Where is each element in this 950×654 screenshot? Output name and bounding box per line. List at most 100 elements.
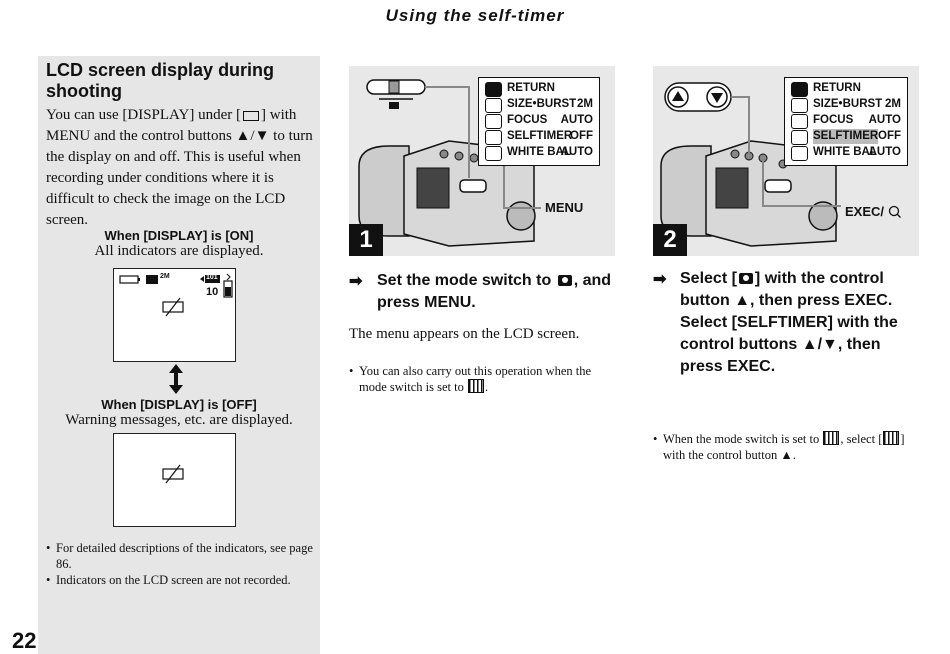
camera-mode-icon bbox=[738, 273, 753, 284]
menu-item-value: 2M bbox=[577, 98, 593, 110]
sidebar-lcd-display: LCD screen display during shooting You c… bbox=[38, 56, 320, 654]
step1-body: The menu appears on the LCD screen. bbox=[349, 326, 580, 342]
double-arrow-icon bbox=[169, 364, 183, 394]
toolbox-icon bbox=[485, 130, 502, 145]
toolbox-icon bbox=[791, 130, 808, 145]
display-on-caption: When [DISPLAY] is [ON] bbox=[104, 228, 254, 243]
setup-icon bbox=[485, 114, 502, 129]
menu-overlay-2: RETURN SIZE•BURST 2M FOCUS AUTO SELFTIME… bbox=[784, 77, 908, 166]
mode-switch-on-body bbox=[459, 179, 487, 193]
display-off-caption: When [DISPLAY] is [OFF] bbox=[101, 397, 257, 412]
lcd-screen bbox=[715, 167, 749, 209]
menu-item-value: AUTO bbox=[868, 146, 901, 158]
setup-icon bbox=[791, 114, 808, 129]
step1-note-part1: You can also carry out this operation wh… bbox=[359, 364, 592, 394]
sidebar-body: You can use [DISPLAY] under [] with MENU… bbox=[46, 105, 314, 231]
setup-icon bbox=[485, 98, 502, 113]
menu-item-label: FOCUS bbox=[507, 114, 548, 126]
arrow-right-icon: ➡ bbox=[653, 271, 667, 288]
setup-rect-icon bbox=[243, 110, 259, 121]
mode-switch-on-body bbox=[764, 179, 792, 193]
menu-item-value: AUTO bbox=[560, 146, 593, 158]
lens-barrel bbox=[358, 145, 410, 237]
battery-icon bbox=[119, 275, 139, 284]
lens-barrel bbox=[660, 145, 712, 237]
menu-item-label: RETURN bbox=[507, 82, 555, 94]
battery-warning-icon bbox=[162, 301, 184, 313]
camera-body bbox=[403, 140, 535, 247]
image-size-icon bbox=[146, 275, 158, 284]
step2-note-part1: When the mode switch is set to bbox=[663, 432, 820, 446]
folder-arrow-icon bbox=[200, 276, 204, 282]
note-item: Indicators on the LCD screen are not rec… bbox=[46, 572, 316, 588]
menu-item-value: 2M bbox=[885, 98, 901, 110]
battery-tip-icon bbox=[138, 278, 140, 281]
menu-item-value: OFF bbox=[570, 130, 593, 142]
sidebar-body-part1: You can use [DISPLAY] under [ bbox=[46, 107, 241, 123]
page-number: 22 bbox=[12, 628, 37, 653]
menu-item-value: OFF bbox=[878, 130, 901, 142]
camera-icon bbox=[485, 82, 502, 97]
step-number-badge: 1 bbox=[349, 224, 383, 256]
lcd-on-illustration: 2M 101 10 bbox=[113, 268, 236, 362]
menu-item-label: SELFTIMER bbox=[507, 130, 573, 142]
step1-heading-part2: , and press MENU. bbox=[377, 272, 612, 311]
battery-warning-icon bbox=[162, 468, 184, 480]
camera-body bbox=[705, 140, 837, 247]
step1-heading-part1: Set the mode switch to bbox=[377, 272, 552, 289]
camera-mode-icon bbox=[389, 102, 399, 109]
sidebar-notes: For detailed descriptions of the indicat… bbox=[46, 540, 316, 588]
menu-item-label: WHITE BAL bbox=[507, 146, 571, 158]
memory-stick-icon bbox=[223, 280, 233, 298]
sidebar-body-part2: ] with MENU and the control buttons ▲/▼ … bbox=[46, 107, 313, 228]
step2-heading-part2: ] with the control button ▲, then press … bbox=[680, 270, 898, 375]
menu-item-label: SIZE•BURST bbox=[813, 98, 883, 110]
exec-callout-label: EXEC/ bbox=[845, 204, 885, 219]
step1-note-part2: . bbox=[484, 380, 489, 394]
camera-mode-icon bbox=[557, 275, 572, 286]
display-off-description: Warning messages, etc. are displayed. bbox=[65, 412, 293, 428]
step1-figure: RETURN SIZE•BURST 2M FOCUS AUTO SELFTIME… bbox=[349, 66, 615, 256]
sidebar-title: LCD screen display during shooting bbox=[46, 60, 275, 101]
menu-item-label: SIZE•BURST bbox=[507, 98, 577, 110]
menu-item-value: AUTO bbox=[868, 114, 901, 126]
memory-icon bbox=[791, 146, 808, 161]
arrow-right-icon: ➡ bbox=[349, 273, 363, 290]
menu-callout-label: MENU bbox=[545, 200, 584, 215]
memory-icon bbox=[485, 146, 502, 161]
note-item: For detailed descriptions of the indicat… bbox=[46, 540, 316, 572]
folder-icon bbox=[205, 275, 220, 283]
lcd-off-illustration bbox=[113, 433, 236, 527]
movie-mode-icon bbox=[823, 431, 840, 445]
camera-illustration-2 bbox=[660, 82, 841, 247]
step2-heading-part1: Select [ bbox=[680, 270, 737, 287]
step1-note: You can also carry out this operation wh… bbox=[349, 363, 621, 395]
menu-item-label: FOCUS bbox=[813, 114, 854, 126]
step2-note-part3: ] with the control button ▲. bbox=[663, 432, 905, 462]
lcd-on-indicators bbox=[119, 273, 233, 317]
step2-note-part2: , select [ bbox=[840, 432, 883, 446]
exec-callout: EXEC/ bbox=[845, 204, 901, 219]
menu-overlay-1: RETURN SIZE•BURST 2M FOCUS AUTO SELFTIME… bbox=[478, 77, 600, 166]
menu-item-label: WHITE BAL bbox=[813, 146, 877, 158]
lcd-remaining-count: 10 bbox=[206, 286, 219, 298]
step1-heading: ➡ Set the mode switch to , and press MEN… bbox=[349, 270, 619, 314]
step2-figure: RETURN SIZE•BURST 2M FOCUS AUTO SELFTIME… bbox=[653, 66, 919, 256]
lcd-screen bbox=[416, 167, 450, 209]
display-on-description: All indicators are displayed. bbox=[94, 243, 264, 259]
movie-mode-icon bbox=[467, 379, 484, 393]
camera-icon bbox=[791, 82, 808, 97]
lcd-size-label: 2M bbox=[160, 273, 170, 280]
setup-icon bbox=[791, 98, 808, 113]
lcd-folder-label: 101 bbox=[206, 274, 218, 281]
menu-item-label-selected: SELFTIMER bbox=[813, 129, 879, 144]
menu-item-value: AUTO bbox=[560, 114, 593, 126]
camera-illustration-1 bbox=[358, 79, 541, 247]
page-header-title: Using the self-timer bbox=[385, 6, 565, 25]
mode-indicator-icon bbox=[226, 273, 231, 281]
step2-note: When the mode switch is set to , select … bbox=[653, 431, 925, 463]
step-number-badge: 2 bbox=[653, 224, 687, 256]
magnifier-icon bbox=[888, 205, 901, 218]
menu-item-label: RETURN bbox=[813, 82, 861, 94]
movie-mode-icon bbox=[883, 431, 900, 445]
